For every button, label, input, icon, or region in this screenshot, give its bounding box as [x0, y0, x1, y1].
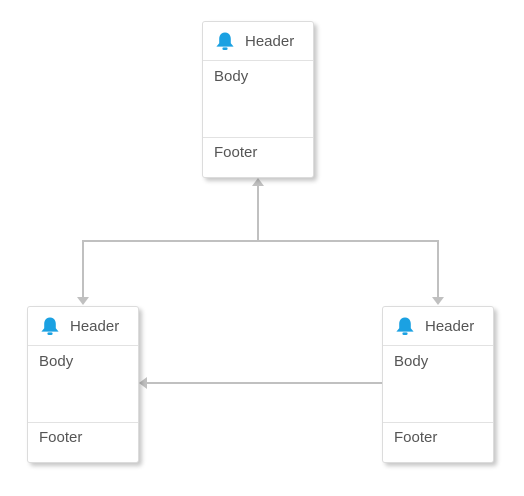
connector-top-to-right: [258, 240, 439, 297]
node-body: Body: [28, 346, 138, 423]
bell-icon: [214, 31, 236, 51]
connector-top-to-left: [82, 186, 259, 297]
node-right[interactable]: Header Body Footer: [382, 306, 494, 463]
bell-icon: [39, 316, 61, 336]
node-header: Header: [28, 307, 138, 346]
arrowhead-down-left: [77, 297, 89, 305]
arrowhead-left: [139, 377, 147, 389]
arrowhead-up: [252, 178, 264, 186]
node-body: Body: [203, 61, 313, 138]
node-footer: Footer: [214, 144, 258, 161]
bell-icon: [394, 316, 416, 336]
node-left[interactable]: Header Body Footer: [27, 306, 139, 463]
node-header-label: Header: [245, 32, 295, 50]
node-header: Header: [383, 307, 493, 346]
node-footer: Footer: [394, 429, 438, 446]
arrowhead-down-right: [432, 297, 444, 305]
node-header-label: Header: [70, 317, 120, 335]
node-body: Body: [383, 346, 493, 423]
node-top[interactable]: Header Body Footer: [202, 21, 314, 178]
node-footer: Footer: [39, 429, 83, 446]
node-header: Header: [203, 22, 313, 61]
node-header-label: Header: [425, 317, 475, 335]
